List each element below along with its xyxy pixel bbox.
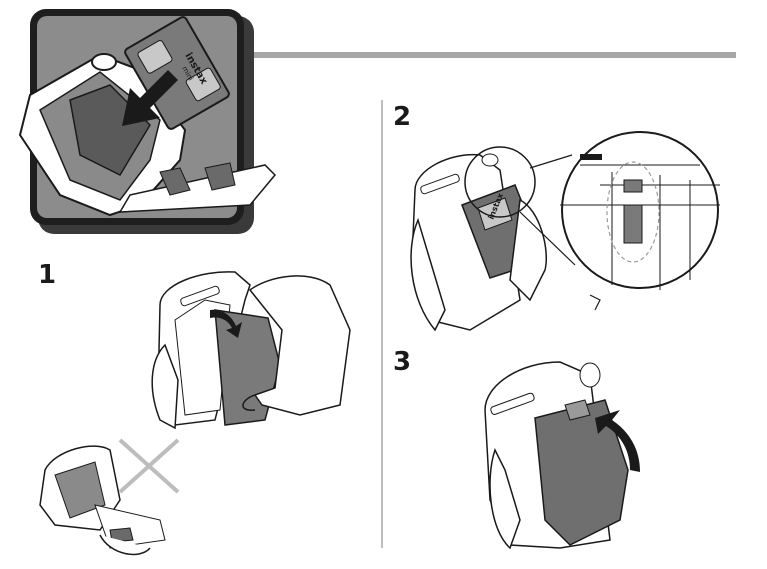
step-number-1: 1 (38, 260, 57, 290)
step-number-2: 2 (393, 102, 412, 132)
insert-arrow-icon (122, 70, 178, 126)
header-rule (250, 52, 736, 58)
step-number-3: 3 (393, 347, 412, 377)
column-divider (381, 100, 383, 548)
close-arrow-icon (595, 410, 640, 472)
prohibited-x-icon (118, 438, 180, 494)
latch-arrow-icon (210, 309, 242, 338)
cartridge-illustration (124, 16, 230, 130)
